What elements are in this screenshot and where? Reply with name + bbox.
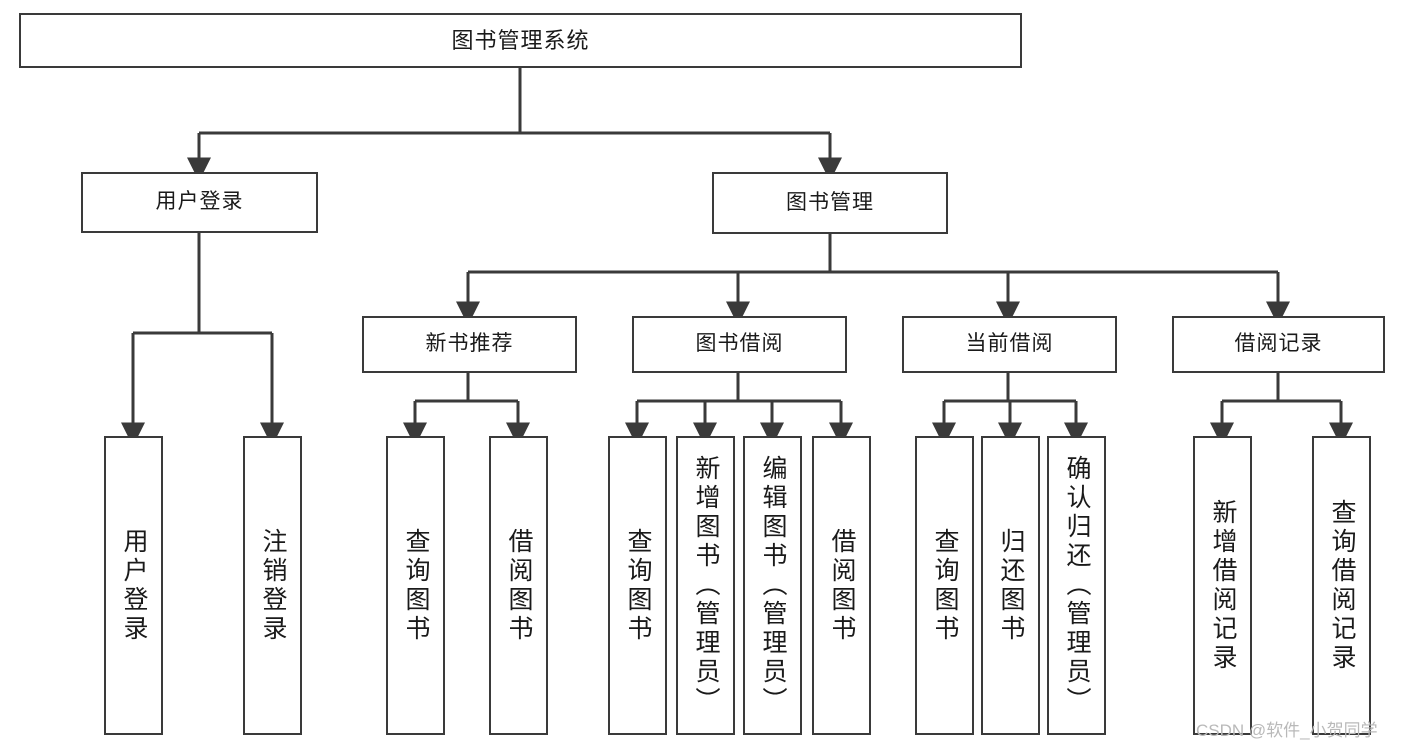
node-current-borrow[interactable]: 当前借阅 [902, 316, 1117, 373]
node-label: 查询图书 [402, 527, 430, 644]
leaf-book-borrow-borrow-book[interactable]: 借阅图书 [812, 436, 871, 735]
node-label: 查询借阅记录 [1328, 498, 1356, 673]
node-label: 查询图书 [931, 527, 959, 644]
node-label: 图书管理系统 [451, 27, 590, 53]
node-label: 借阅记录 [1234, 332, 1323, 356]
leaf-new-book-query-book[interactable]: 查询图书 [386, 436, 445, 735]
node-book-borrow[interactable]: 图书借阅 [632, 316, 847, 373]
leaf-current-borrow-confirm-return[interactable]: 确认归还（管理员） [1047, 436, 1106, 735]
node-new-book-recommend[interactable]: 新书推荐 [362, 316, 577, 373]
node-borrow-record[interactable]: 借阅记录 [1172, 316, 1385, 373]
node-label: 用户登录 [120, 527, 148, 644]
node-label: 归还图书 [997, 527, 1025, 644]
node-label: 图书借阅 [695, 332, 784, 356]
node-book-management[interactable]: 图书管理 [712, 172, 948, 234]
leaf-book-borrow-query-book[interactable]: 查询图书 [608, 436, 667, 735]
node-label: 新书推荐 [425, 332, 514, 356]
leaf-book-borrow-add-book[interactable]: 新增图书（管理员） [676, 436, 735, 735]
node-label: 当前借阅 [965, 332, 1054, 356]
node-label: 借阅图书 [505, 527, 533, 644]
node-label: 注销登录 [259, 527, 287, 644]
node-label: 确认归还（管理员） [1063, 455, 1091, 716]
leaf-user-login-logout[interactable]: 注销登录 [243, 436, 302, 735]
leaf-book-borrow-edit-book[interactable]: 编辑图书（管理员） [743, 436, 802, 735]
node-label: 借阅图书 [828, 527, 856, 644]
leaf-user-login-login[interactable]: 用户登录 [104, 436, 163, 735]
leaf-current-borrow-return-book[interactable]: 归还图书 [981, 436, 1040, 735]
node-label: 查询图书 [624, 527, 652, 644]
node-root-system[interactable]: 图书管理系统 [19, 13, 1022, 68]
node-label: 编辑图书（管理员） [759, 455, 787, 716]
node-label: 新增借阅记录 [1209, 498, 1237, 673]
leaf-new-book-borrow-book[interactable]: 借阅图书 [489, 436, 548, 735]
node-label: 图书管理 [786, 190, 874, 214]
node-label: 用户登录 [155, 190, 244, 214]
leaf-borrow-record-query-record[interactable]: 查询借阅记录 [1312, 436, 1371, 735]
leaf-borrow-record-add-record[interactable]: 新增借阅记录 [1193, 436, 1252, 735]
leaf-current-borrow-query-book[interactable]: 查询图书 [915, 436, 974, 735]
node-label: 新增图书（管理员） [692, 455, 720, 716]
node-user-login[interactable]: 用户登录 [81, 172, 318, 233]
